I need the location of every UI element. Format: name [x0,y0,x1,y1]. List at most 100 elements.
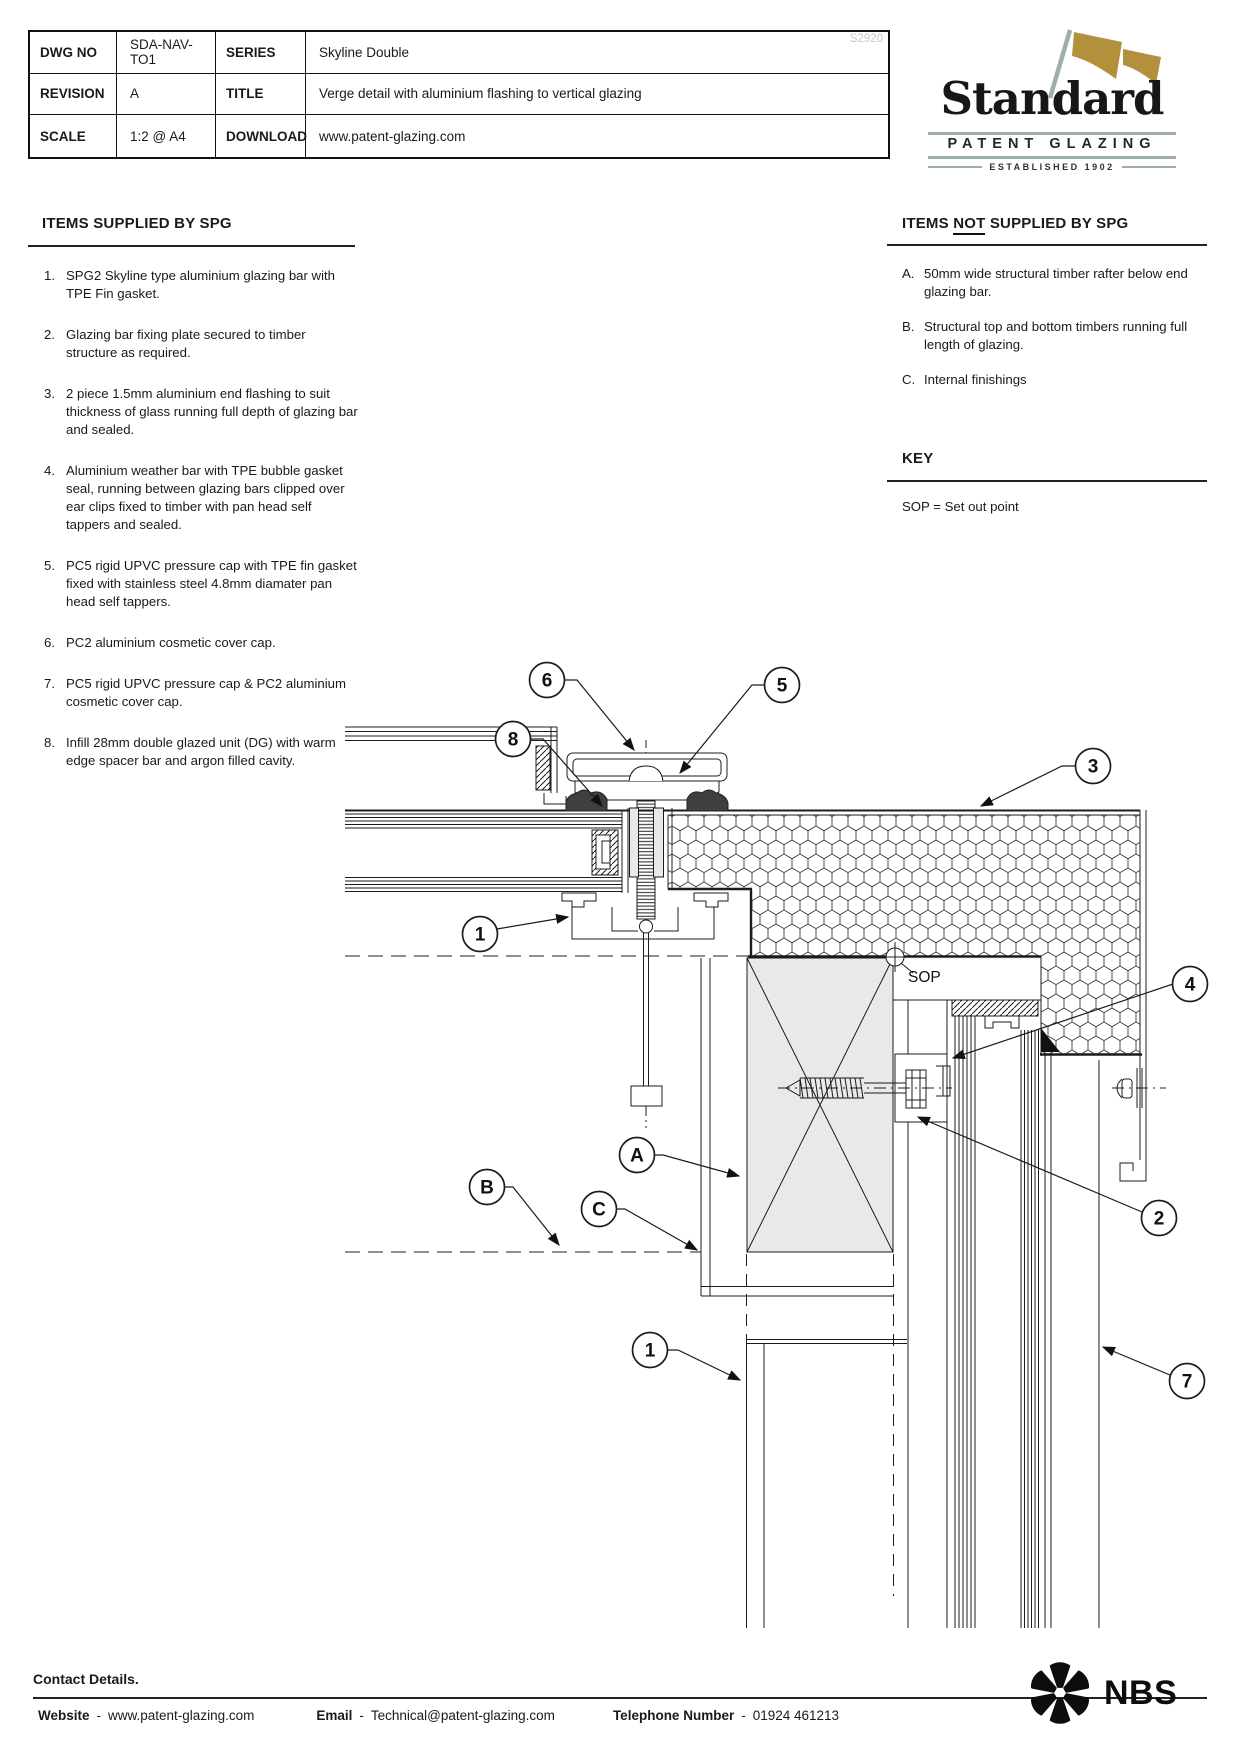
item-number: 8. [44,734,55,750]
est-line-left [928,166,983,168]
logo-rule-bottom [928,156,1176,159]
item-number: 2. [44,326,55,342]
website-link[interactable]: www.patent-glazing.com [108,1708,255,1723]
email-label: Email [316,1708,353,1723]
logo-tagline: PATENT GLAZING [947,136,1157,152]
scale-value: 1:2 @ A4 [117,115,216,157]
phone-number: 01924 461213 [752,1708,840,1723]
phone-label: Telephone Number [612,1708,735,1723]
revision-label: REVISION [30,73,117,116]
company-logo: Standard PATENT GLAZING ESTABLISHED 1902 [928,26,1177,174]
website-label: Website [38,1708,90,1723]
item-text: PC5 rigid UPVC pressure cap & PC2 alumin… [66,675,346,709]
key-heading: KEY [902,450,934,467]
callout-label: 2 [1154,1209,1165,1230]
flag-pennant-2 [1123,49,1161,84]
fixing-screw [630,800,663,1128]
sop-box [880,942,1042,1054]
items-not-supplied-rule [887,244,1207,246]
supplied-item-2: 2.Glazing bar fixing plate secured to ti… [44,326,358,362]
logo-rule-top [928,132,1176,135]
items-not-supplied-heading: ITEMS NOT SUPPLIED BY SPG [887,215,1207,235]
items-not-supplied-section: ITEMS NOT SUPPLIED BY SPG A.50mm wide st… [887,215,1207,406]
contact-details-heading: Contact Details. [33,1671,139,1687]
not-supplied-item-b: B.Structural top and bottom timbers runn… [902,318,1207,354]
item-text: Internal finishings [924,371,1027,387]
phone-group: Telephone Number - 01924 461213 [613,1708,839,1723]
est-line-right [1121,166,1177,168]
items-supplied-rule [28,245,355,247]
sealant-wedge [1041,1028,1060,1052]
footer-rule [33,1697,1207,1699]
callout-label: 1 [475,925,486,946]
download-value[interactable]: www.patent-glazing.com [319,128,466,144]
email-link[interactable]: Technical@patent-glazing.com [370,1708,555,1723]
flashing-hook [1119,1160,1147,1182]
heading-pre: ITEMS [902,215,954,232]
callout-bubbles: 6 5 8 3 1 4 2 A B C 1 7 [461,661,1209,1400]
item-text: 2 piece 1.5mm aluminium end flashing to … [66,385,358,437]
item-text: 50mm wide structural timber rafter below… [924,265,1188,299]
sop-marker [880,942,914,974]
est-text: ESTABLISHED 1902 [989,162,1115,172]
cover-cap-assembly [565,740,729,812]
key-entry: SOP = Set out point [902,498,1019,514]
separator: - [96,1708,102,1723]
item-text: PC2 aluminium cosmetic cover cap. [66,634,276,650]
supplied-item-4: 4. Aluminium weather bar with TPE bubble … [44,462,358,534]
series-label: SERIES [216,32,306,74]
items-supplied-heading: ITEMS SUPPLIED BY SPG [42,215,232,232]
item-text: Infill 28mm double glazed unit (DG) with… [66,734,336,768]
callout-7: 7 [1168,1362,1206,1400]
item-text: PC5 rigid UPVC pressure cap with TPE fin… [66,557,357,609]
title-value: Verge detail with aluminium flashing to … [306,74,888,116]
callout-4: 4 [1171,965,1209,1003]
website-group: Website - www.patent-glazing.com [38,1708,254,1723]
callout-6: 6 [528,661,566,699]
revision-value: A [117,73,216,116]
logo-wordmark: Standard [940,72,1165,125]
fixing-plate [778,1053,952,1123]
download-label: DOWNLOAD [216,115,307,157]
callout-8: 8 [494,720,532,758]
external-screw [1112,1068,1166,1108]
item-number: 6. [44,634,55,650]
nbs-flower-icon [1030,1662,1090,1724]
item-number: 4. [44,462,55,478]
heading-not-underlined: NOT [953,215,986,235]
callout-1-upper: 1 [461,915,499,953]
separator: - [359,1708,364,1723]
callout-label: 4 [1185,975,1196,996]
callout-B: B [468,1168,506,1206]
callout-2: 2 [1140,1199,1178,1237]
supplied-item-3: 3.2 piece 1.5mm aluminium end flashing t… [44,385,358,439]
internal-finishings [700,958,894,1297]
callout-label: A [630,1146,644,1167]
sheet-watermark: S2920 [849,33,883,45]
callout-label: 7 [1182,1372,1193,1393]
end-flashing-section [345,726,567,805]
item-letter: C. [902,371,916,387]
scale-label: SCALE [30,115,117,157]
callout-5: 5 [763,666,801,704]
item-number: 5. [44,557,55,573]
supplied-item-1: 1.SPG2 Skyline type aluminium glazing ba… [44,267,358,303]
reference-lines [345,955,894,1596]
item-number: 7. [44,675,55,691]
callout-3: 3 [1074,747,1112,785]
logo-established: ESTABLISHED 1902 [928,162,1177,172]
callout-label: B [480,1178,494,1199]
flag-pennant-1 [1072,32,1122,79]
not-supplied-item-c: C. Internal finishings [902,371,1207,389]
supplied-item-5: 5. PC5 rigid UPVC pressure cap with TPE f… [44,557,358,611]
callout-label: 1 [645,1341,656,1362]
logo-flag-icon [1047,29,1161,99]
callout-label: 6 [542,671,553,692]
lower-glazing-unit [746,1339,907,1628]
flag-pole [1047,29,1073,99]
series-value: Skyline Double [306,32,888,74]
not-supplied-item-a: A.50mm wide structural timber rafter bel… [902,265,1207,301]
nbs-wordmark: NBS [1104,1673,1178,1712]
item-text: Aluminium weather bar with TPE bubble ga… [66,462,345,532]
